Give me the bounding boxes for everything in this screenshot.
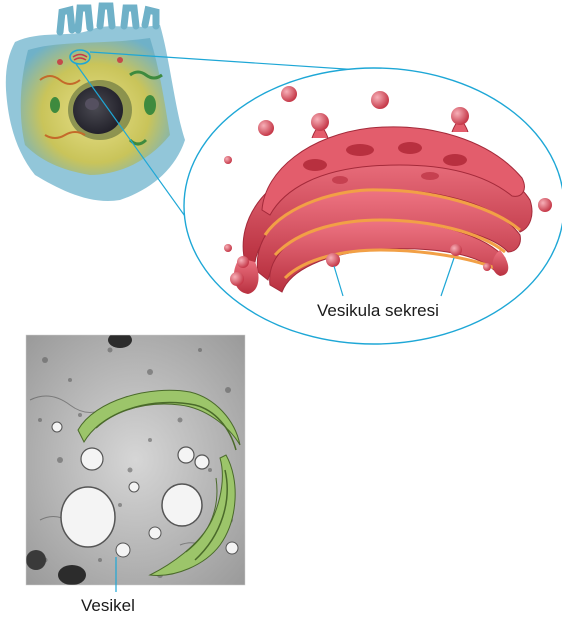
vesicle-label: Vesikel bbox=[81, 596, 135, 615]
cell-illustration bbox=[6, 6, 185, 201]
secretory-vesicle-label: Vesikula sekresi bbox=[317, 301, 439, 320]
electron-micrograph bbox=[26, 332, 245, 585]
